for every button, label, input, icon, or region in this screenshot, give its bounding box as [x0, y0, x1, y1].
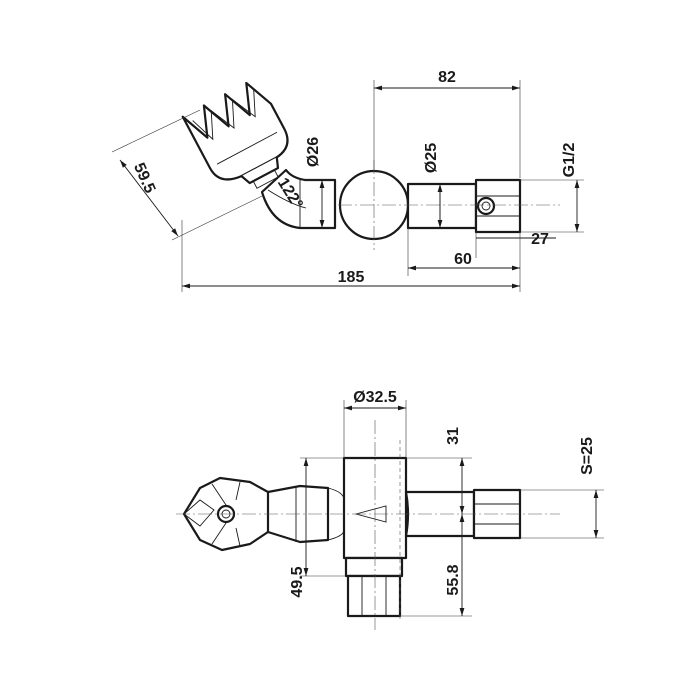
dim-82-label: 82 — [438, 69, 456, 86]
dim-dia26-label: Ø26 — [305, 137, 322, 167]
shower-head-holder — [181, 81, 289, 189]
dim-dia32-5-label: Ø32.5 — [353, 389, 397, 406]
side-view-dimensions: 82 Ø26 Ø25 G1/2 59.5 122° 27 60 — [111, 69, 584, 292]
set-screw — [476, 196, 496, 216]
plan-view-dimensions: Ø32.5 31 S=25 49.5 55.8 — [289, 389, 604, 617]
dim-55-8-label: 55.8 — [445, 564, 462, 595]
lower-nut — [346, 574, 402, 618]
dim-31-label: 31 — [445, 427, 462, 445]
plan-view — [176, 420, 560, 630]
dim-g12-label: G1/2 — [561, 143, 578, 178]
side-view — [181, 81, 560, 250]
dim-60-label: 60 — [454, 251, 472, 268]
dim-s25-label: S=25 — [579, 437, 596, 475]
lower-outlet — [344, 556, 404, 578]
dim-dia25-label: Ø25 — [423, 143, 440, 173]
dim-49-5-label: 49.5 — [289, 566, 306, 597]
holder-elbow — [260, 168, 337, 230]
dim-27-label: 27 — [531, 231, 549, 248]
connector-body — [406, 182, 478, 230]
dim-185-label: 185 — [338, 269, 365, 286]
